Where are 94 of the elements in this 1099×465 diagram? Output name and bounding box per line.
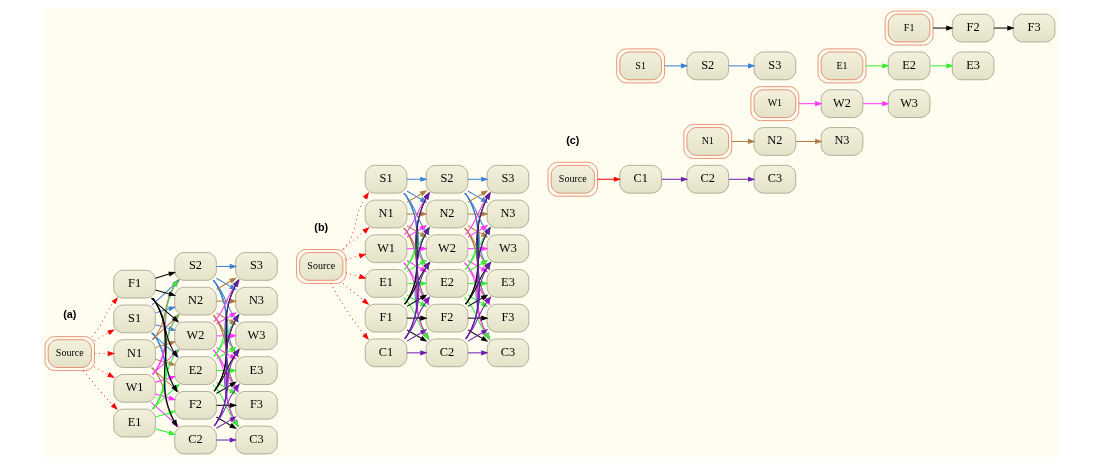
node-box: S2 <box>425 165 468 194</box>
arrow <box>466 211 488 217</box>
arrow <box>797 101 822 107</box>
arrow <box>466 350 488 356</box>
arrow <box>215 333 236 339</box>
arrow <box>215 264 236 269</box>
node-box: N1 <box>112 339 156 368</box>
node-box: N3 <box>486 199 529 229</box>
arrow <box>329 282 369 340</box>
node-box: W2 <box>820 89 863 118</box>
node-box: S2 <box>173 252 217 281</box>
node-box: E3 <box>951 51 994 81</box>
label: (a) <box>62 307 76 320</box>
node-box: F3 <box>234 391 278 420</box>
node-box: S3 <box>753 51 796 81</box>
node-box: N3 <box>234 286 278 316</box>
node-box: N3 <box>820 127 863 156</box>
arrow <box>405 259 427 273</box>
node-box: E3 <box>486 269 529 298</box>
node-box: C1 <box>364 338 407 368</box>
node-box: F2 <box>173 391 217 420</box>
arrow <box>154 393 175 401</box>
arrow <box>865 63 889 69</box>
node-box: F1 <box>364 303 407 333</box>
node-box: C2 <box>425 338 468 368</box>
node-box: F2 <box>425 303 468 333</box>
node-box: E2 <box>173 356 217 385</box>
node-box: N2 <box>173 286 217 316</box>
arrow <box>660 176 687 182</box>
node-box: S2 <box>686 51 729 81</box>
arrow <box>405 190 427 203</box>
node-box: W1 <box>364 234 407 263</box>
arrow <box>405 315 427 321</box>
node-box: W2 <box>425 234 468 263</box>
node-box: E3 <box>234 356 278 385</box>
arrow <box>215 277 236 290</box>
label: (c) <box>565 133 579 146</box>
arrow <box>344 272 366 279</box>
arrow <box>93 329 114 341</box>
node-box: C3 <box>753 165 796 194</box>
node-box: C2 <box>173 425 217 455</box>
arrow <box>405 329 427 342</box>
node-box: F2 <box>951 13 994 43</box>
node-box: W2 <box>173 321 217 351</box>
arrow <box>215 437 236 443</box>
arrow <box>154 271 175 279</box>
arrow <box>795 139 822 144</box>
node-box: E1 <box>364 269 407 298</box>
node-box: S1 <box>364 165 407 194</box>
node-box: N2 <box>753 127 796 156</box>
arrow <box>342 192 369 250</box>
arrow <box>466 315 488 321</box>
node-box: C1 <box>618 165 662 194</box>
arrow <box>90 297 118 337</box>
node-box: E2 <box>887 51 930 81</box>
arrow <box>663 63 687 69</box>
node-box: N1 <box>364 199 407 229</box>
node-box: S3 <box>486 165 529 194</box>
node-box: C3 <box>486 338 529 368</box>
arrow <box>82 370 117 410</box>
arrow <box>154 289 175 297</box>
node-box: N2 <box>425 199 468 229</box>
arrow <box>215 312 236 325</box>
arrow <box>929 63 953 69</box>
node-box: W3 <box>486 234 529 263</box>
node-box: F3 <box>486 303 529 333</box>
arrow <box>466 176 488 182</box>
node-box: E1 <box>112 408 156 438</box>
arrow <box>727 176 754 182</box>
node-box: C2 <box>686 165 729 194</box>
arrow <box>405 350 427 356</box>
arrow <box>405 176 427 182</box>
arrow <box>730 139 754 144</box>
arrow <box>154 428 175 436</box>
arrow <box>154 358 175 366</box>
node-box: C3 <box>234 425 278 455</box>
arrow <box>344 253 366 261</box>
node-box: S1 <box>112 304 156 334</box>
node-box: W3 <box>887 89 930 118</box>
node-box: F1 <box>112 269 156 299</box>
node-box: S3 <box>234 252 278 281</box>
arrow <box>862 101 889 107</box>
arrow <box>727 63 754 69</box>
arrow <box>405 211 427 217</box>
arrow <box>466 329 488 342</box>
arrow <box>596 176 620 182</box>
node-box: W3 <box>234 321 278 351</box>
arrow <box>342 283 369 305</box>
node-box: E2 <box>425 269 468 298</box>
arrow <box>932 25 953 31</box>
arrow <box>993 25 1014 31</box>
node-box: F3 <box>1012 13 1055 43</box>
node-box: W1 <box>112 374 156 403</box>
label: (b) <box>313 220 328 233</box>
